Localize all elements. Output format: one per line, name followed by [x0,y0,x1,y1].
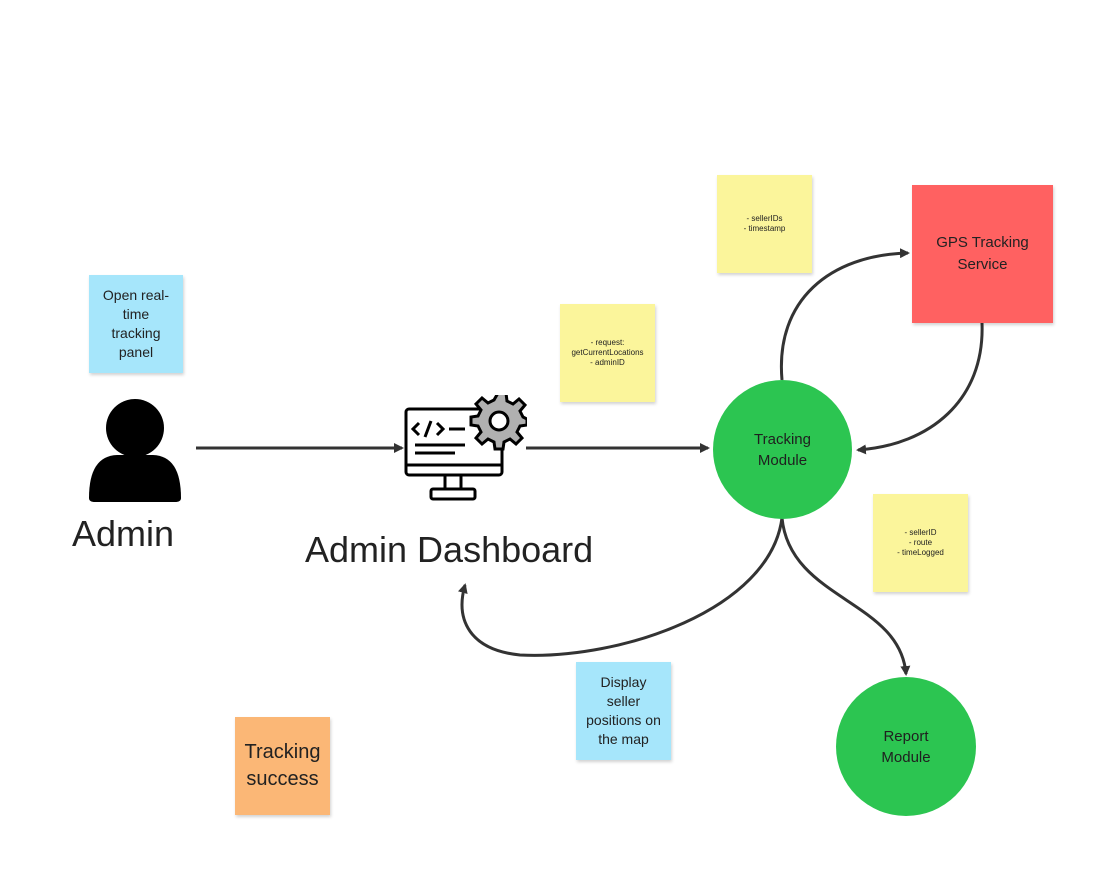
person-icon [89,399,181,502]
gps-service-label: GPS Tracking Service [936,234,1029,273]
note-seller-ids[interactable]: - sellerIDs - timestamp [717,175,812,273]
arrow-tracking-to-report [780,517,911,676]
note-seller-route-text: - sellerID - route - timeLogged [897,528,944,557]
note-display-positions[interactable]: Display seller positions on the map [576,662,671,760]
arrow-tracking-to-dashboard [457,517,784,657]
arrow-gps-to-tracking [856,322,984,455]
report-module-node[interactable]: Report Module [836,677,976,816]
tracking-module-node[interactable]: Tracking Module [713,380,852,519]
note-seller-route[interactable]: - sellerID - route - timeLogged [873,494,968,592]
note-request[interactable]: - request: getCurrentLocations - adminID [560,304,655,402]
dashboard-label: Admin Dashboard [305,529,594,570]
report-module-label: Report Module [881,727,931,766]
arrow-tracking-to-gps [779,248,910,381]
actor-label: Admin [72,513,175,554]
tracking-module-label: Tracking Module [754,430,811,469]
note-open-panel[interactable]: Open real- time tracking panel [89,275,183,373]
note-seller-ids-text: - sellerIDs - timestamp [743,214,786,233]
gps-service-node[interactable]: GPS Tracking Service [912,185,1053,323]
note-open-panel-text: Open real- time tracking panel [102,287,170,360]
note-tracking-success-text: Tracking success [244,741,321,790]
note-request-text: - request: getCurrentLocations - adminID [571,338,644,367]
note-tracking-success[interactable]: Tracking success [235,717,330,815]
note-display-positions-text: Display seller positions on the map [586,674,661,747]
computer-gear-icon [404,395,527,501]
